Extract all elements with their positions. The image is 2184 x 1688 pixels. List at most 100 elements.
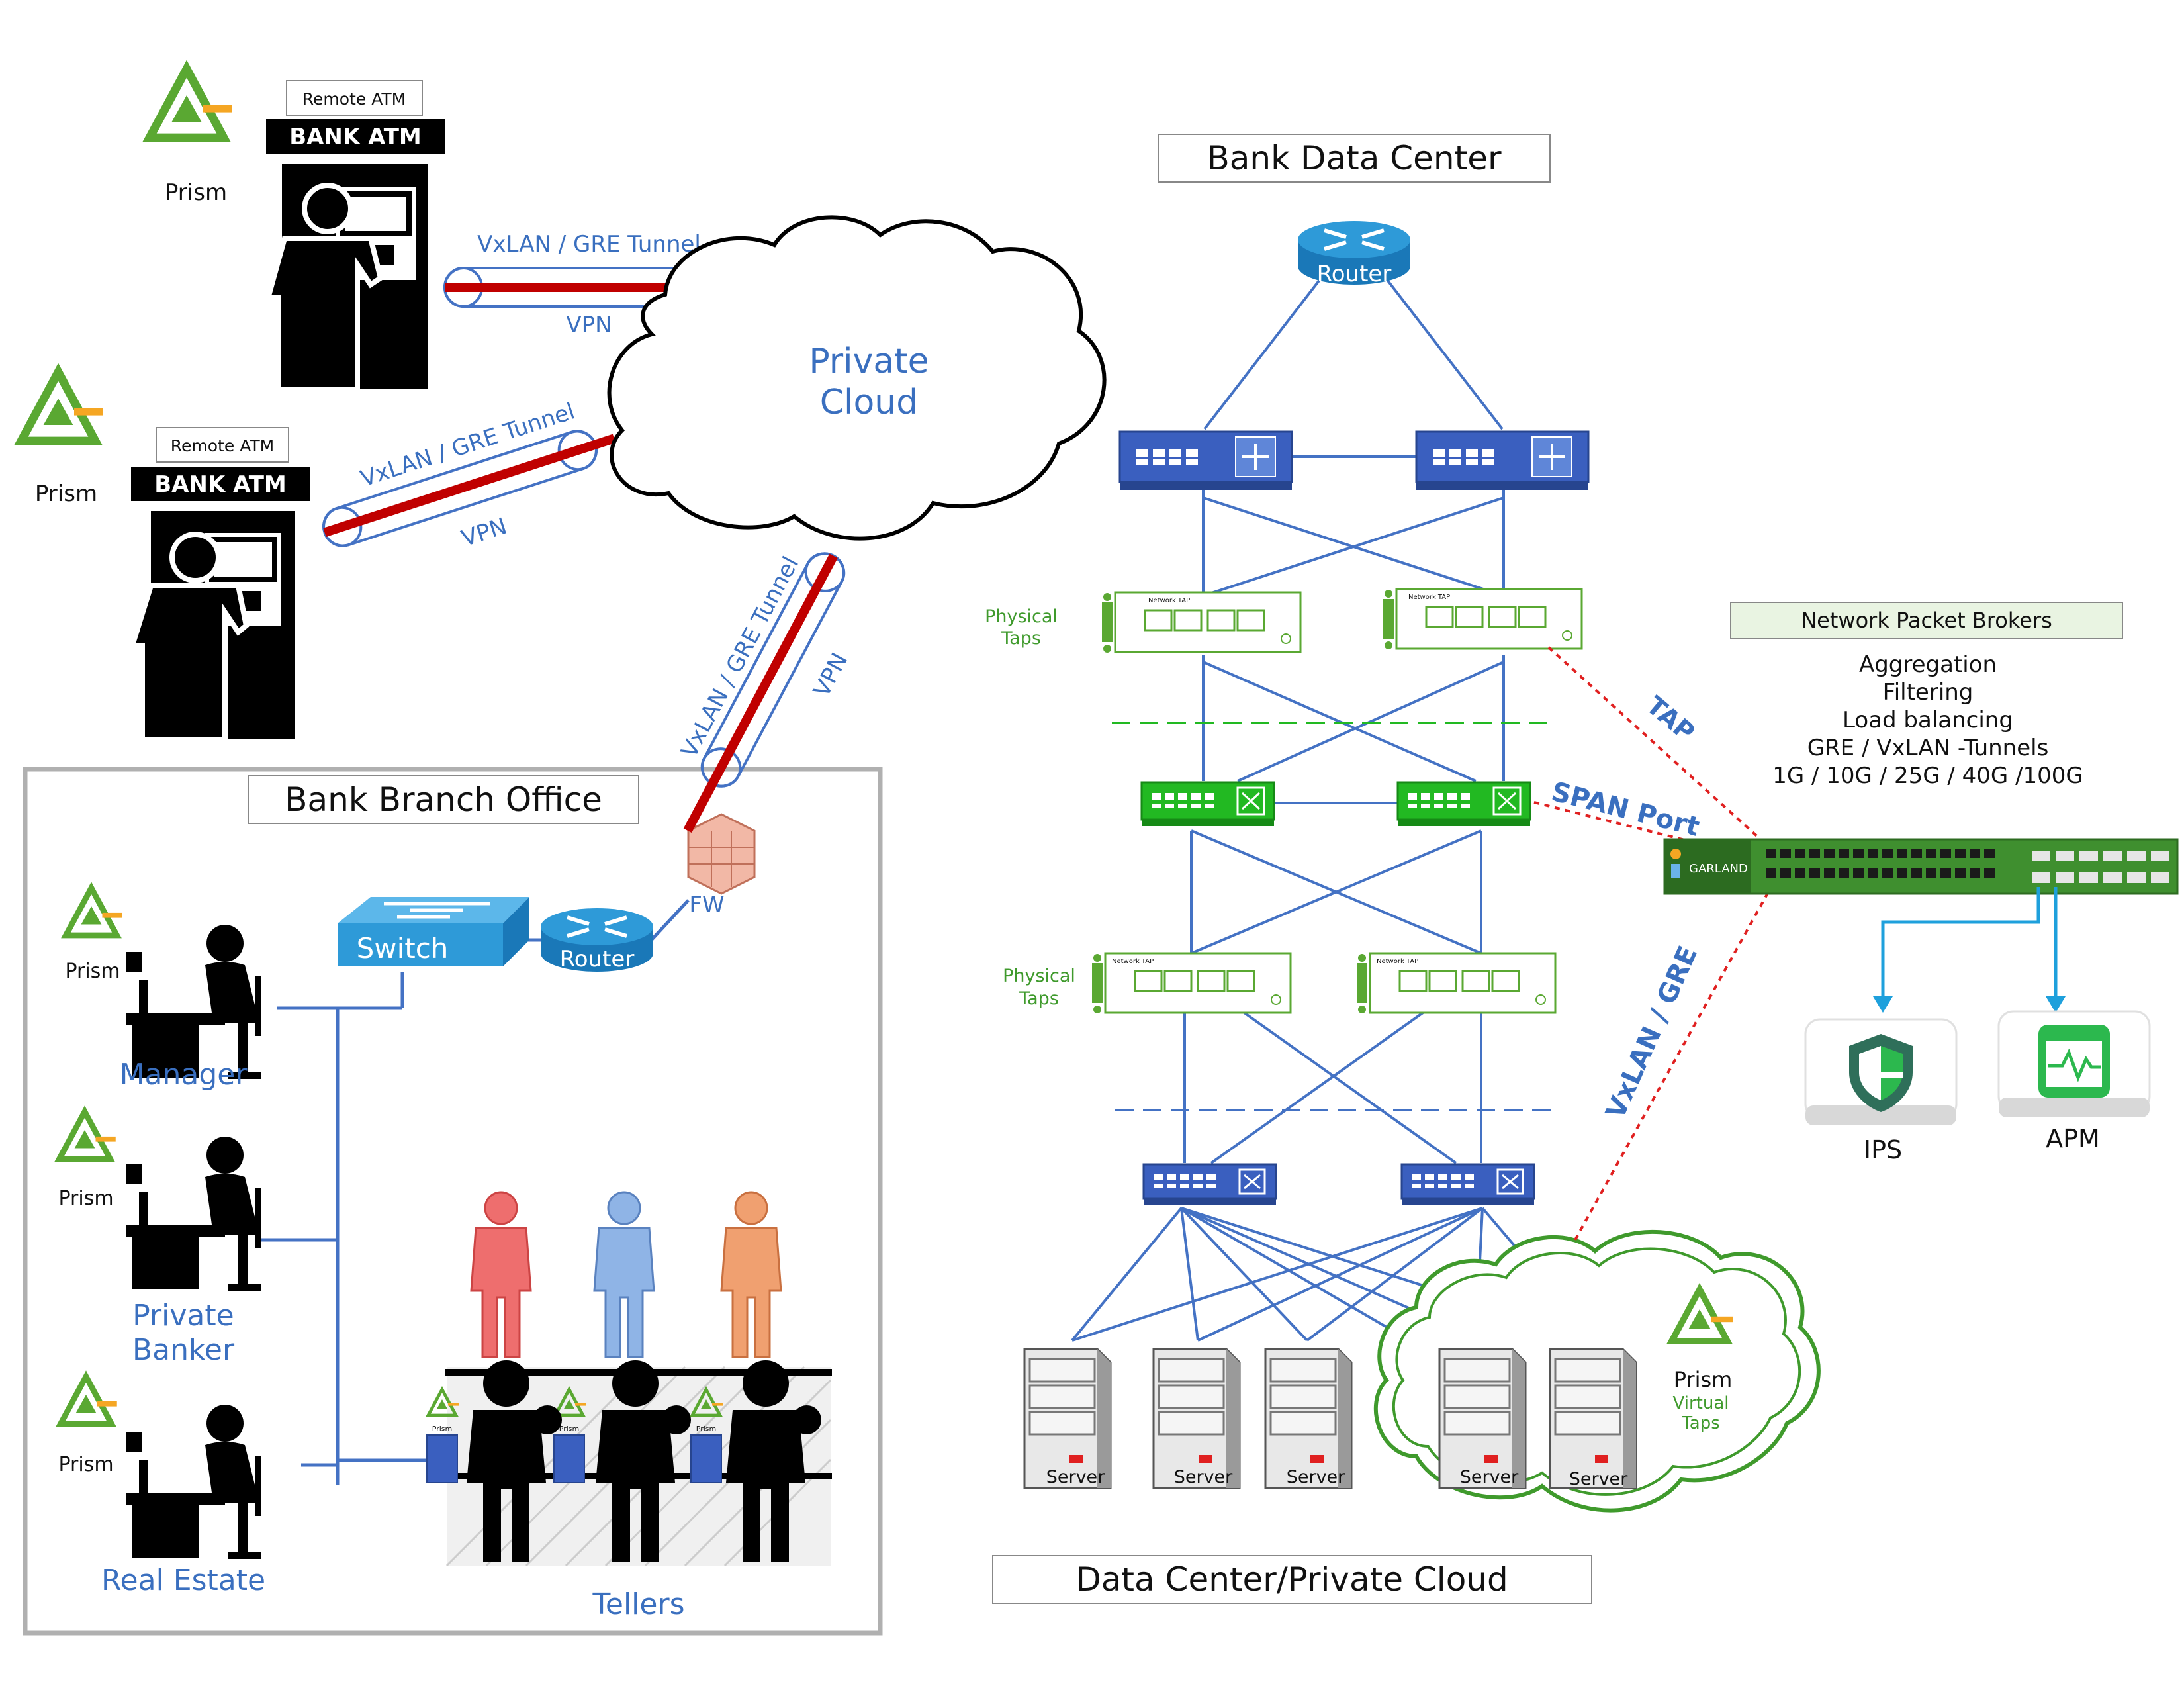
tunnel-2 [322,430,616,547]
tunnel-3-vpn: VPN [808,649,853,702]
datacenter-router-label: Router [1317,261,1392,287]
network-tap-3-label: Network TAP [1112,958,1154,965]
npb-title: Network Packet Brokers [1801,608,2052,633]
network-tap-1-label: Network TAP [1148,597,1190,604]
tunnel-1-vpn: VPN [566,312,612,338]
server-2-label: Server [1174,1467,1233,1487]
tap-arrow-label: TAP [1641,690,1700,747]
customer-red-icon [470,1191,532,1358]
npb-feature-3: Load balancing [1843,707,2013,733]
npb-title-box [1730,602,2123,639]
tunnel-2-label: VxLAN / GRE Tunnel [357,398,578,492]
customer-blue-icon [593,1191,655,1358]
physical-taps-1-line-1: Physical [985,606,1058,627]
atm-1-icon [264,164,428,392]
layer-dividers [1112,722,1559,1111]
prism-logo-realestate [61,1377,117,1425]
datacenter-title: Bank Data Center [1206,139,1501,177]
datacenter-title-box [1158,134,1551,183]
tunnel-1-label: VxLAN / GRE Tunnel [477,231,701,258]
real-estate-icon [126,1405,261,1559]
private-cloud-icon [607,215,1107,541]
prism-logo-manager [66,888,122,936]
prism-logo-banker [60,1112,116,1160]
npb-feature-5: 1G / 10G / 25G / 40G /100G [1772,763,2083,789]
teller-terminal-1: Prism [426,1389,459,1483]
tellers-label: Tellers [592,1587,684,1621]
manager-icon [126,925,261,1079]
branch-office-frame [23,767,883,1636]
firewall-icon [687,813,756,895]
firewall-label: FW [689,892,724,918]
span-arrow-label: SPAN Port [1549,776,1703,843]
distribution-switch-left [1140,781,1275,827]
branch-title-box [248,775,639,824]
prism-label-atm-1: Prism [165,179,227,206]
atm-1-sign [266,119,445,154]
monitor-graph-icon [2038,1025,2110,1098]
physical-taps-1-line-2: Taps [1001,628,1041,649]
core-switch-right [1415,430,1590,491]
server-5-label: Server [1569,1469,1628,1489]
tunnel-2-vpn: VPN [459,513,510,552]
npb-brand: GARLAND [1689,862,1748,876]
packet-broker-device [1663,838,2179,895]
private-banker-label-2: Banker [132,1333,235,1367]
vxlan-arrow-label: VxLAN / GRE [1600,941,1704,1123]
server-4-label: Server [1460,1467,1519,1487]
server-3-label: Server [1287,1467,1345,1487]
npb-output-links [1881,887,2058,996]
physical-taps-2-line-1: Physical [1003,966,1075,986]
atm-2-sign [131,467,310,501]
ips-label: IPS [1864,1135,1902,1164]
prism-virtual-label: Prism [1674,1367,1733,1392]
teller-prism-label-3: Prism [696,1425,716,1433]
private-cloud-line-2: Cloud [820,383,919,422]
branch-title: Bank Branch Office [285,780,602,819]
network-tap-1 [1101,591,1302,654]
npb-output-arrowheads [1873,996,2066,1013]
atm-1-caption-box [286,80,423,116]
atm-1-sign-text: BANK ATM [289,124,422,150]
server-1-label: Server [1046,1467,1105,1487]
prism-label-realestate: Prism [58,1453,113,1476]
atm-2-caption: Remote ATM [171,436,274,455]
monitor-feeds [1533,646,1782,1241]
teller-prism-label-1: Prism [432,1425,452,1433]
npb-feature-4: GRE / VxLAN -Tunnels [1807,735,2049,761]
physical-taps-2-line-2: Taps [1019,988,1059,1009]
npb-feature-1: Aggregation [1859,651,1997,678]
teller-prism-label-2: Prism [559,1425,579,1433]
network-tap-4-label: Network TAP [1377,958,1418,965]
atm-2-caption-box [156,427,289,463]
atm-2-sign-text: BANK ATM [154,471,287,498]
core-switch-left [1118,430,1293,491]
real-estate-label: Real Estate [101,1564,265,1597]
prism-logo-atm-1 [150,69,232,138]
prism-label-banker: Prism [58,1187,113,1210]
prism-logo-atm-2 [21,372,103,441]
npb-feature-2: Filtering [1883,679,1974,706]
teller-terminal-2: Prism [553,1389,586,1483]
access-switch-left [1142,1163,1277,1207]
shield-icon [1849,1034,1913,1112]
private-cloud-line-1: Private [809,342,929,381]
apm-label: APM [2046,1124,2100,1153]
server-5-icon [1549,1348,1637,1489]
branch-switch-icon [338,897,529,966]
datacenter-footer: Data Center/Private Cloud [1075,1560,1508,1599]
datacenter-footer-box [992,1555,1592,1604]
prism-virtual-line-1: Virtual [1673,1393,1729,1413]
prism-virtual-line-2: Taps [1681,1413,1720,1433]
atm-1-caption: Remote ATM [302,89,406,109]
prism-label-atm-2: Prism [35,481,97,507]
private-banker-label-1: Private [132,1299,234,1333]
access-switch-right [1400,1163,1535,1207]
atm-2-icon [128,511,295,742]
manager-label: Manager [120,1058,248,1092]
network-tap-2-label: Network TAP [1408,594,1450,601]
branch-switch-label: Switch [357,932,449,964]
prism-label-manager: Prism [65,960,120,983]
distribution-switch-right [1396,781,1531,827]
